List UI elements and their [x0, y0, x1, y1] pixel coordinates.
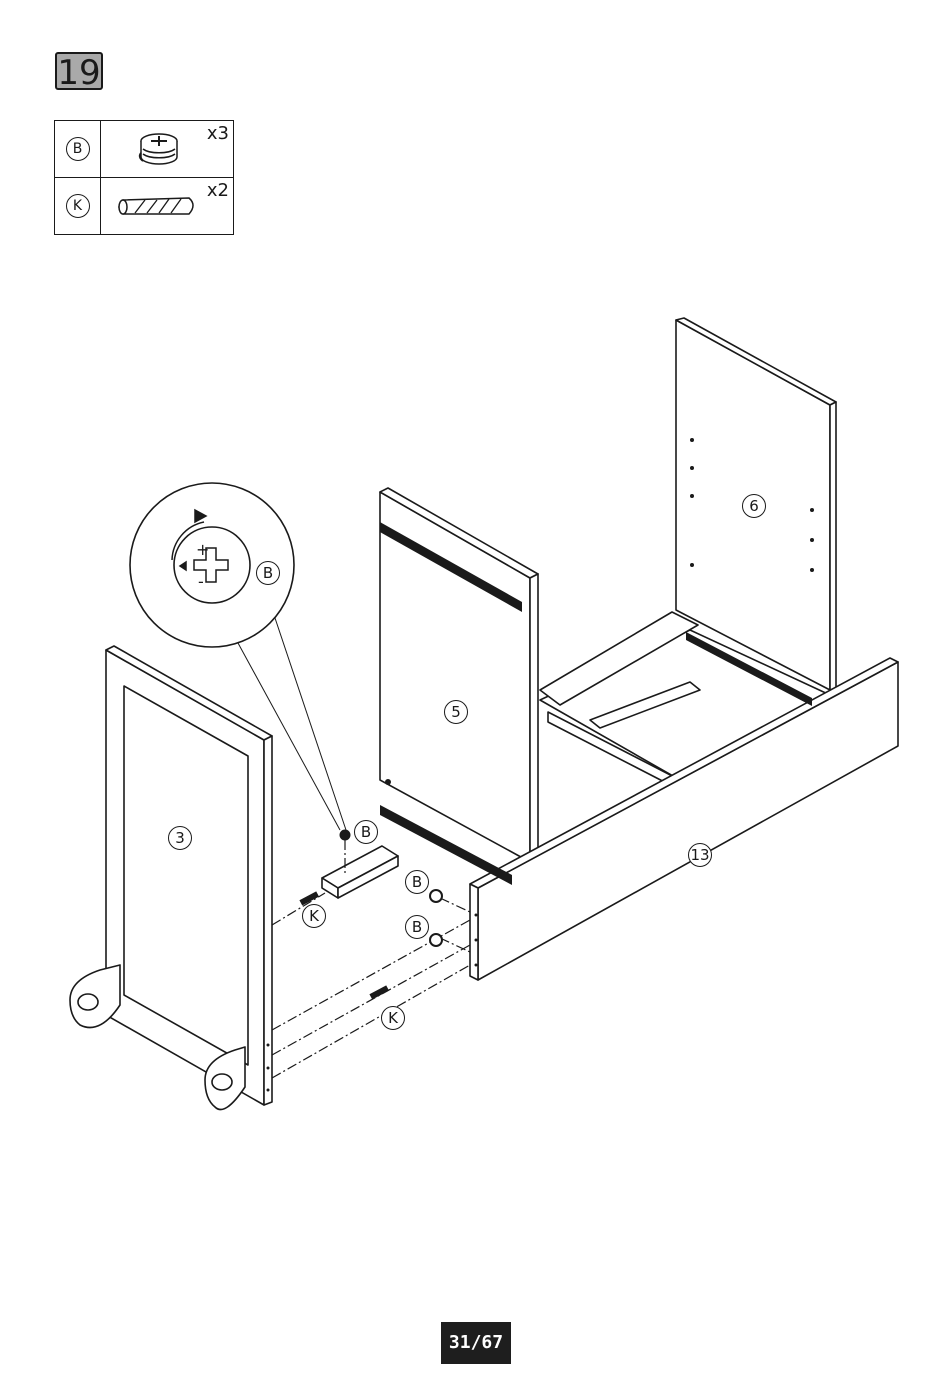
callout-panel-3: 3 — [168, 826, 192, 850]
panel-3-side — [264, 736, 272, 1105]
callout-b-top: B — [354, 820, 378, 844]
callout-panel-13: 13 — [688, 843, 712, 867]
panel-5-side — [530, 574, 538, 862]
callout-k-left: K — [302, 904, 326, 928]
panel-6-side — [830, 402, 836, 690]
callout-k-right: K — [381, 1006, 405, 1030]
callout-panel-5: 5 — [444, 700, 468, 724]
callout-panel-6: 6 — [742, 494, 766, 518]
callout-b-low: B — [405, 915, 429, 939]
page-number: 31/67 — [441, 1322, 511, 1364]
callout-b-detail: B — [256, 561, 280, 585]
callout-b-mid: B — [405, 870, 429, 894]
panel-5-face — [380, 492, 530, 862]
detail-minus-sign: - — [198, 572, 204, 591]
detail-plus-sign: + — [196, 540, 209, 559]
